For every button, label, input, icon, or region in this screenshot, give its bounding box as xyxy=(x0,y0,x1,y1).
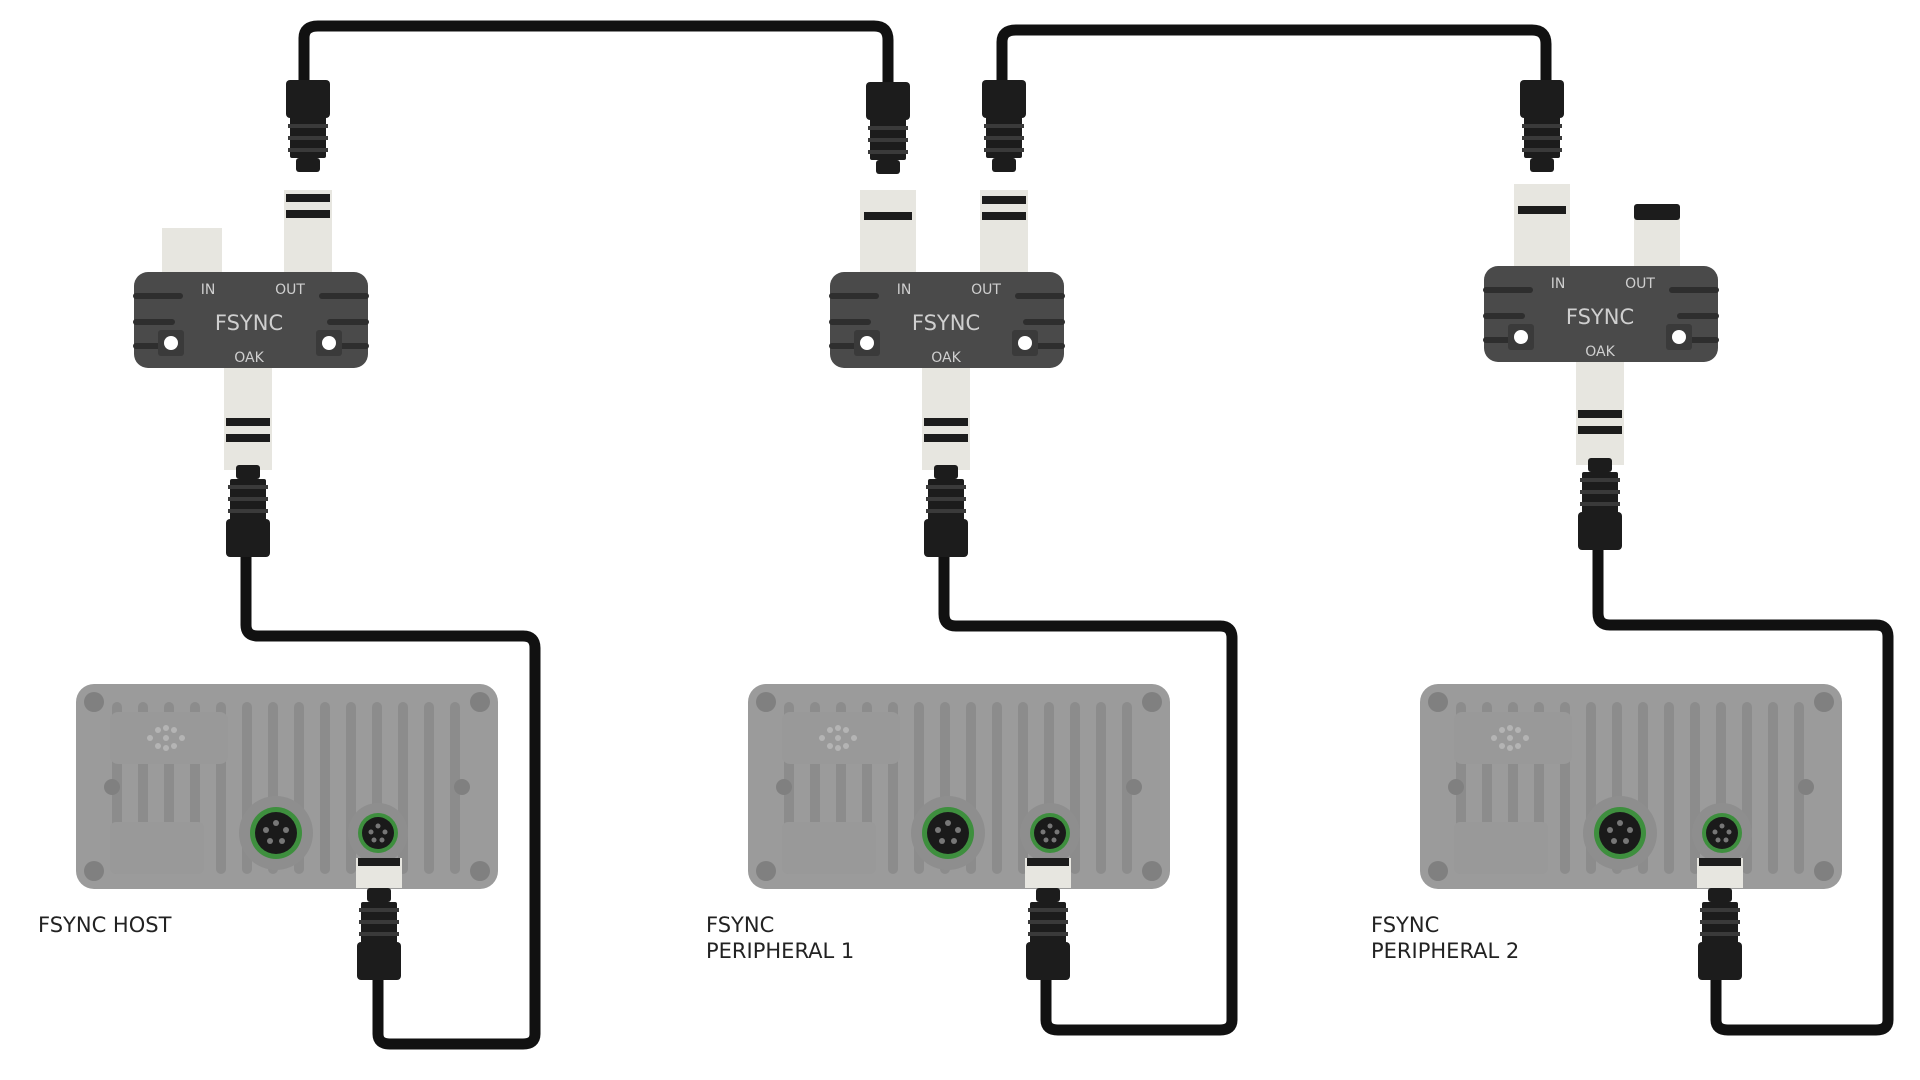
hub-title: FSYNC xyxy=(1566,305,1634,329)
camera-label-peripheral-2-line-2: PERIPHERAL 2 xyxy=(1371,939,1519,963)
m8-connector-icon xyxy=(1578,458,1622,550)
fsync-hub-icon xyxy=(830,272,1064,368)
hub-out-label: OUT xyxy=(971,282,1001,298)
fsync-cable-host xyxy=(240,544,541,1050)
camera-peripheral-2 xyxy=(1420,684,1842,980)
camera-label-peripheral-1-line-1: FSYNC xyxy=(706,913,774,937)
fsync-cable-peripheral-2 xyxy=(1592,539,1894,1036)
camera-label-peripheral-2-line-1: FSYNC xyxy=(1371,913,1439,937)
hub-title: FSYNC xyxy=(912,311,980,335)
fsync-hub-peripheral-1: IN OUT FSYNC OAK xyxy=(829,80,1065,557)
camera-label-host: FSYNC HOST xyxy=(38,913,172,937)
hub-out-label: OUT xyxy=(275,282,305,298)
camera-host xyxy=(76,684,498,980)
hub-oak-label: OAK xyxy=(931,350,961,366)
hub-in-label: IN xyxy=(201,282,216,298)
fsync-hub-icon xyxy=(1484,266,1718,362)
oak-camera-icon xyxy=(76,684,498,889)
hub-oak-label: OAK xyxy=(1585,344,1615,360)
hub-out-port-cap xyxy=(1634,204,1680,220)
m8-connector-icon xyxy=(924,465,968,557)
m8-connector-icon xyxy=(1698,888,1742,980)
m8-connector-icon xyxy=(357,888,401,980)
hub-out-label: OUT xyxy=(1625,276,1655,292)
m8-connector-icon xyxy=(982,80,1026,172)
oak-camera-icon xyxy=(1420,684,1842,889)
hub-title: FSYNC xyxy=(215,311,283,335)
m8-connector-icon xyxy=(286,80,330,172)
cables xyxy=(240,20,1894,1050)
fsync-hub-host: IN OUT FSYNC OAK xyxy=(133,80,369,557)
link-cable-host-to-peripheral-1 xyxy=(298,20,894,98)
camera-label-peripheral-1-line-2: PERIPHERAL 1 xyxy=(706,939,854,963)
fsync-hub-peripheral-2: IN OUT FSYNC OAK xyxy=(1483,80,1719,550)
m8-connector-icon xyxy=(1026,888,1070,980)
link-cable-peripheral-1-to-peripheral-2 xyxy=(996,24,1552,98)
m8-connector-icon xyxy=(226,465,270,557)
m8-connector-icon xyxy=(866,82,910,174)
m8-connector-icon xyxy=(1520,80,1564,172)
hub-in-port-stub xyxy=(162,228,222,276)
fsync-hub-icon xyxy=(134,272,368,368)
oak-camera-icon xyxy=(748,684,1170,889)
camera-peripheral-1 xyxy=(748,684,1170,980)
hub-in-label: IN xyxy=(897,282,912,298)
hub-oak-label: OAK xyxy=(234,350,264,366)
hub-in-label: IN xyxy=(1551,276,1566,292)
fsync-cable-peripheral-1 xyxy=(938,544,1238,1036)
